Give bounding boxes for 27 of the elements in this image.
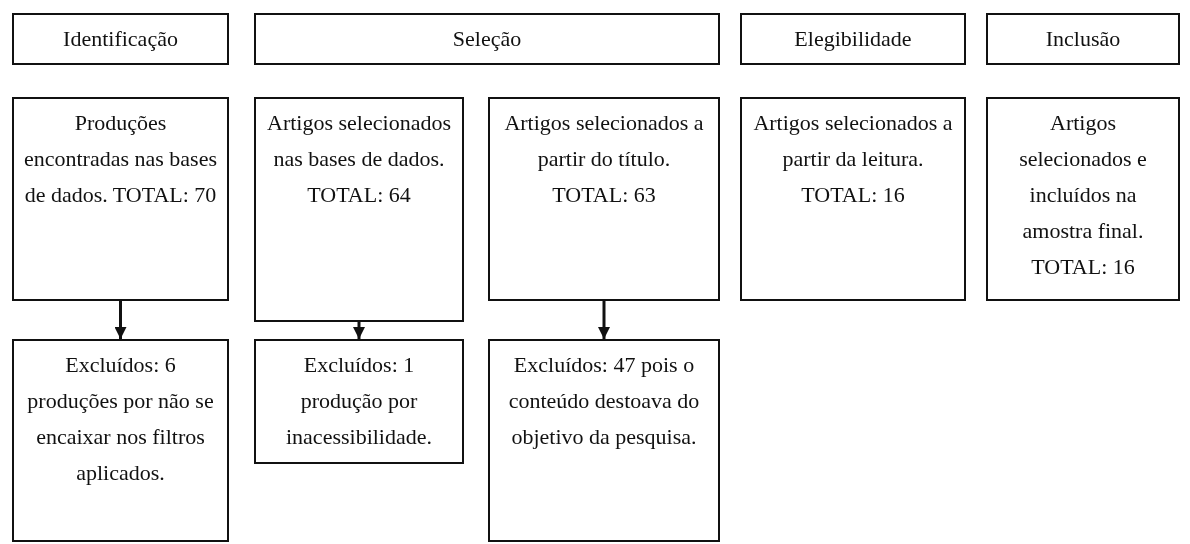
process-box [986, 97, 1180, 301]
arrow [598, 301, 610, 339]
box-text: Produções encontradas nas bases de dados. TOTAL: 70 [22, 109, 218, 209]
process-box [254, 339, 464, 464]
box-text: Excluídos: 1 produção por inacessibilidade. [285, 351, 433, 451]
box-text: Excluídos: 6 produções por não se encaixar nos filtros aplicados. [26, 351, 215, 487]
box-text: Seleção [451, 25, 523, 53]
stage-header-box [986, 13, 1180, 65]
process-box [12, 339, 229, 542]
arrow [353, 322, 365, 339]
process-box [254, 97, 464, 322]
process-box [488, 339, 720, 542]
box-text: Artigos selecionados a partir do título. TOTAL: 63 [503, 109, 705, 209]
box-text: Excluídos: 47 pois o conteúdo destoava do objetivo da pesquisa. [507, 351, 701, 451]
box-text: Artigos selecionados e incluídos na amostra final. TOTAL: 16 [1018, 109, 1148, 281]
process-box [740, 97, 966, 301]
box-text: Identificação [62, 25, 179, 53]
box-text: Elegibilidade [793, 25, 913, 53]
arrow [114, 301, 127, 339]
process-box [12, 97, 229, 301]
stage-header-box [254, 13, 720, 65]
stage-header-box [740, 13, 966, 65]
stage-header-box [12, 13, 229, 65]
box-text: Artigos selecionados a partir da leitura. TOTAL: 16 [752, 109, 954, 209]
box-text: Artigos selecionados nas bases de dados. TOTAL: 64 [266, 109, 452, 209]
box-text: Inclusão [1044, 25, 1122, 53]
process-box [488, 97, 720, 301]
